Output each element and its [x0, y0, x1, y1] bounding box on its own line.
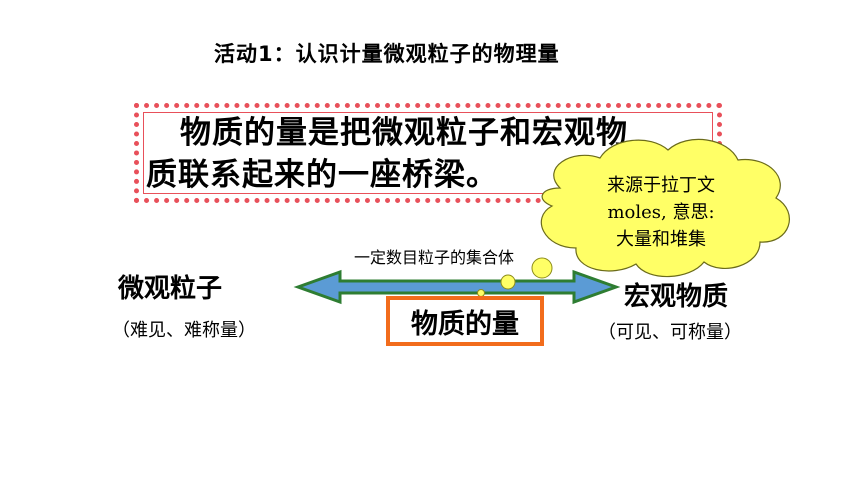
slide-title: 活动1：认识计量微观粒子的物理量 [214, 42, 560, 66]
callout-line-1: 来源于拉丁文 [607, 175, 715, 196]
left-sublabel: （难见、难称量） [112, 320, 256, 341]
callout-line-2: moles, 意思: [607, 202, 715, 223]
left-label: 微观粒子 [118, 274, 223, 304]
center-concept-box: 物质的量 [386, 296, 544, 346]
thought-bubble-medium [500, 274, 516, 290]
right-sublabel: （可见、可称量） [598, 322, 742, 343]
callout-cloud [540, 138, 790, 278]
thought-bubble-large [531, 257, 553, 279]
double-arrow-shape [293, 269, 621, 305]
main-statement-line-2: 质联系起来的一座桥梁。 [146, 157, 498, 193]
callout-text: 来源于拉丁文 moles, 意思: 大量和堆集 [576, 172, 746, 253]
center-concept-label: 物质的量 [411, 308, 519, 340]
thought-bubbles [477, 257, 553, 297]
main-statement: 物质的量是把微观粒子和宏观物 质联系起来的一座桥梁。 [146, 112, 726, 196]
arrow-note: 一定数目粒子的集合体 [354, 248, 515, 267]
right-label: 宏观物质 [624, 282, 729, 312]
callout-line-3: 大量和堆集 [616, 229, 706, 250]
double-arrow [293, 269, 621, 305]
main-statement-line-1: 物质的量是把微观粒子和宏观物 [180, 115, 628, 151]
